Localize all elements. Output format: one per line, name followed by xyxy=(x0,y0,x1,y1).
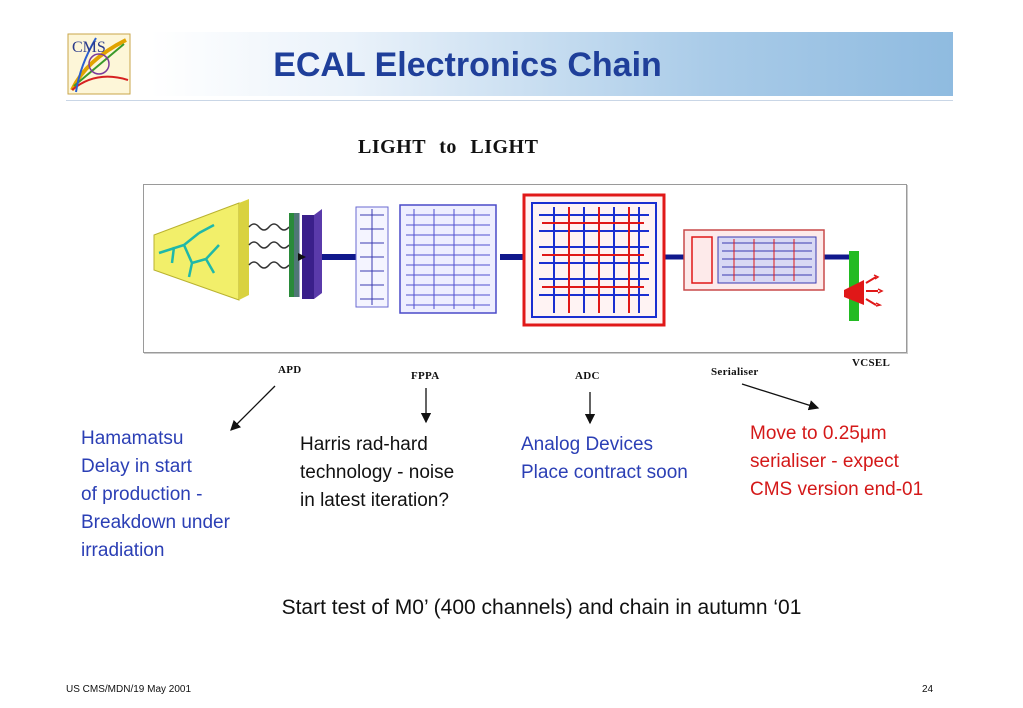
apd-note: Hamamatsu Delay in start of production -… xyxy=(81,428,230,561)
page-number: 24 xyxy=(922,684,934,695)
page-title: ECAL Electronics Chain xyxy=(273,46,662,84)
vcsel-icon xyxy=(844,251,884,321)
title-bar xyxy=(150,32,953,96)
crystal-icon xyxy=(153,199,249,301)
cms-logo: CMS xyxy=(67,33,131,95)
logo-text: CMS xyxy=(72,39,106,56)
summary-statement: Start test of M0’ (400 channels) and cha… xyxy=(281,596,802,619)
adc-label: ADC xyxy=(575,370,600,382)
electronics-chain-diagram xyxy=(143,184,907,353)
apd-arrow xyxy=(230,385,276,431)
chain-illustration xyxy=(153,193,884,327)
vcsel-label: VCSEL xyxy=(852,357,891,369)
serialiser-chip-icon xyxy=(683,229,825,291)
diagram-title: LIGHT to LIGHT xyxy=(358,136,539,158)
fppa-label: FPPA xyxy=(411,370,440,382)
fppa-chip-icon xyxy=(355,204,497,314)
adc-chip-icon xyxy=(522,193,666,327)
fppa-note: Harris rad-hard technology - noise in la… xyxy=(300,434,455,511)
serialiser-note: Move to 0.25μm serialiser - expect CMS v… xyxy=(750,423,924,500)
serialiser-label: Serialiser xyxy=(711,366,759,378)
title-divider xyxy=(66,100,953,101)
adc-note: Analog Devices Place contract soon xyxy=(521,434,688,483)
apd-label: APD xyxy=(278,364,302,376)
footer-source: US CMS/MDN/19 May 2001 xyxy=(66,684,192,695)
serialiser-arrow xyxy=(741,383,820,411)
apd-icon xyxy=(248,209,322,299)
